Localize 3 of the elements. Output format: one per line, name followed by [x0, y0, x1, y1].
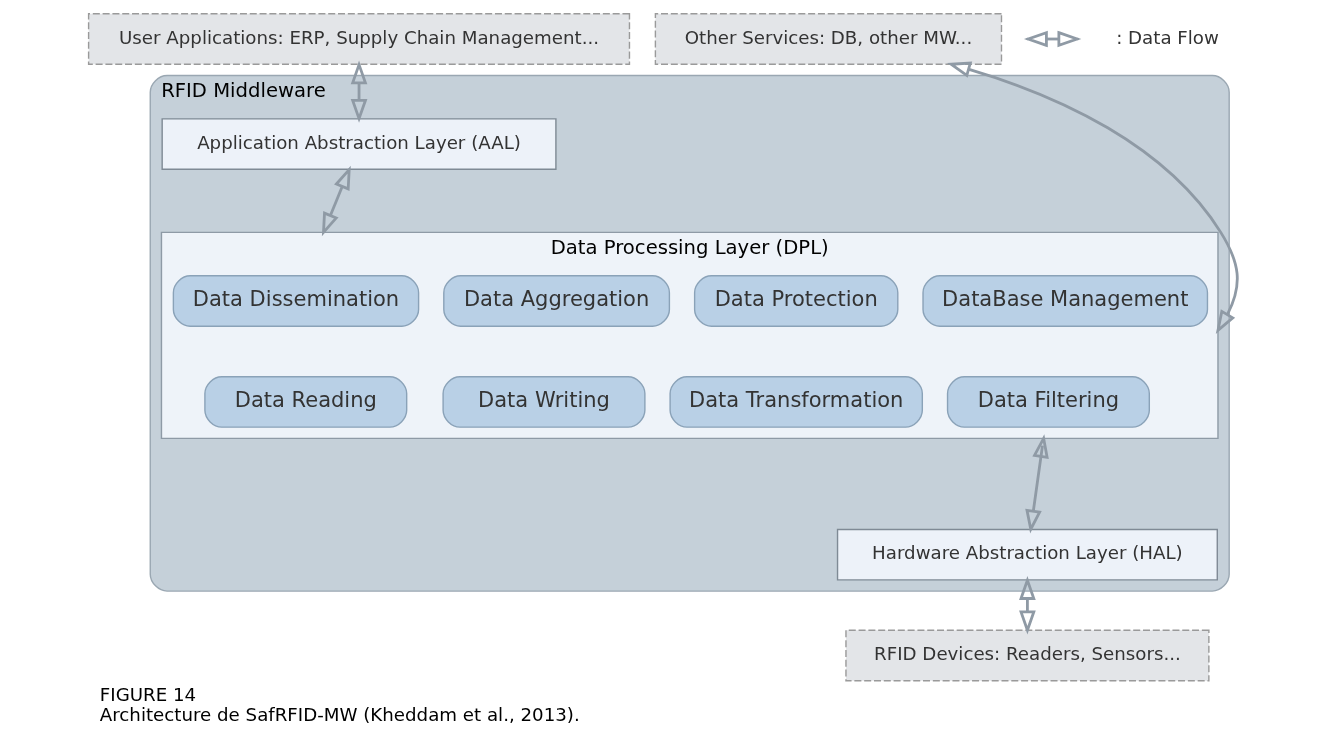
legend-label: : Data Flow [1116, 26, 1219, 48]
caption: Architecture de SafRFID-MW (Kheddam et al., 2013). [99, 703, 580, 725]
diagram-title: FIGURE 14 [99, 683, 197, 705]
